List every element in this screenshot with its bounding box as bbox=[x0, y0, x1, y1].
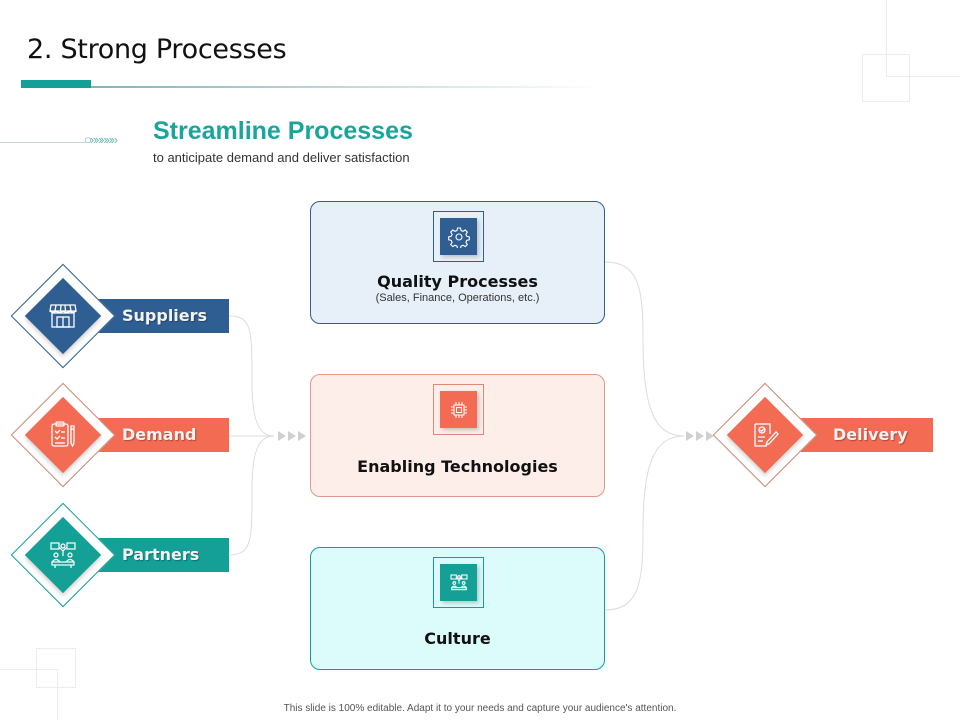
arrow-icon bbox=[298, 431, 306, 441]
arrow-icon bbox=[278, 431, 286, 441]
icon-frame bbox=[433, 211, 484, 262]
process-card-quality: Quality Processes (Sales, Finance, Opera… bbox=[310, 201, 605, 324]
connector-culture bbox=[604, 435, 685, 611]
section-heading: Streamline Processes bbox=[153, 117, 413, 145]
footer-note: This slide is 100% editable. Adapt it to… bbox=[283, 703, 677, 714]
icon-frame bbox=[433, 557, 484, 608]
decorative-line bbox=[0, 669, 57, 670]
gear-icon bbox=[440, 218, 477, 255]
decorative-line bbox=[886, 0, 887, 76]
process-title: Enabling Technologies bbox=[357, 457, 558, 476]
chevron-arrows-icon: ○»»»»» bbox=[84, 132, 118, 147]
storefront-icon bbox=[44, 297, 82, 335]
arrow-icon bbox=[686, 431, 694, 441]
arrow-icon bbox=[288, 431, 296, 441]
icon-frame bbox=[433, 384, 484, 435]
decorative-line bbox=[57, 669, 58, 720]
clipboard-checklist-icon bbox=[44, 416, 82, 454]
decorative-line bbox=[886, 76, 960, 77]
decorative-square bbox=[36, 648, 76, 688]
connector-suppliers bbox=[228, 315, 275, 437]
process-card-culture: Culture bbox=[310, 547, 605, 670]
output-label: Delivery bbox=[833, 425, 908, 444]
document-pen-icon bbox=[746, 416, 784, 454]
team-meeting-icon bbox=[44, 536, 82, 574]
connector-quality bbox=[604, 261, 685, 437]
arrow-icon bbox=[706, 431, 714, 441]
input-label: Partners bbox=[122, 545, 200, 564]
process-title: Quality Processes bbox=[377, 272, 538, 291]
connector-partners bbox=[228, 435, 275, 556]
input-label: Demand bbox=[122, 425, 197, 444]
section-subheading: to anticipate demand and deliver satisfa… bbox=[153, 150, 410, 165]
process-card-technologies: Enabling Technologies bbox=[310, 374, 605, 497]
arrow-icon bbox=[696, 431, 704, 441]
slide-title: 2. Strong Processes bbox=[27, 34, 287, 65]
team-meeting-icon bbox=[440, 564, 477, 601]
process-subtitle: (Sales, Finance, Operations, etc.) bbox=[375, 292, 540, 304]
input-label: Suppliers bbox=[122, 306, 208, 325]
process-title: Culture bbox=[424, 629, 491, 648]
subtitle-leader-line bbox=[0, 142, 86, 143]
microchip-icon bbox=[440, 391, 477, 428]
title-accent-bar bbox=[21, 80, 91, 88]
title-underline bbox=[91, 86, 601, 88]
